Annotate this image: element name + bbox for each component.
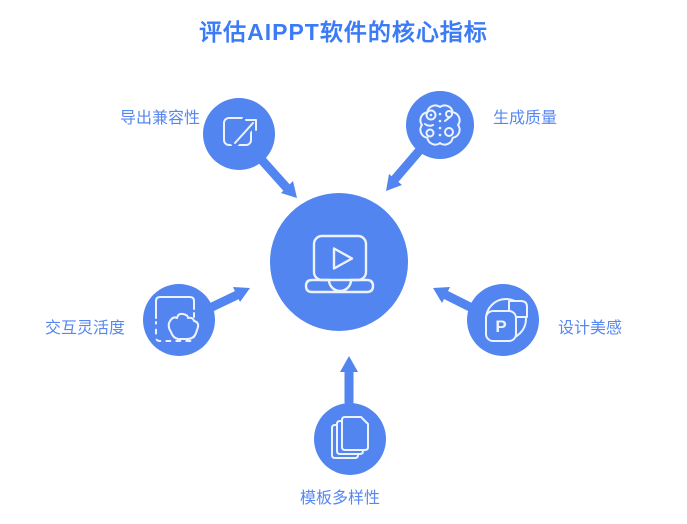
drag-hand-icon — [155, 296, 200, 342]
arrow-quality-to-hub — [386, 146, 424, 191]
label-design: 设计美感 — [558, 320, 623, 337]
stacked-pages-icon — [331, 416, 369, 459]
ai-brain-icon — [419, 104, 461, 146]
node-design: P — [467, 284, 539, 356]
label-interaction: 交互灵活度 — [45, 320, 126, 337]
arrow-design-to-hub — [433, 287, 475, 312]
node-interaction — [143, 284, 215, 356]
arrow-interaction-to-hub — [207, 287, 250, 312]
label-quality: 生成质量 — [493, 110, 558, 127]
label-export: 导出兼容性 — [119, 110, 200, 127]
node-quality — [406, 91, 474, 159]
hub-circle — [270, 193, 408, 331]
external-link-icon — [223, 116, 260, 147]
laptop-play-icon — [304, 234, 375, 294]
arrow-export-to-hub — [255, 153, 297, 198]
page-title: 评估AIPPT软件的核心指标 — [199, 19, 488, 45]
label-templates: 模板多样性 — [299, 490, 380, 507]
hub-node — [270, 193, 408, 331]
node-quality-circle — [406, 91, 474, 159]
arrow-templates-to-hub — [340, 356, 358, 407]
node-templates — [314, 403, 386, 475]
ppt-letter: P — [495, 317, 506, 336]
ppt-pie-icon: P — [485, 298, 528, 342]
node-export — [203, 98, 275, 170]
